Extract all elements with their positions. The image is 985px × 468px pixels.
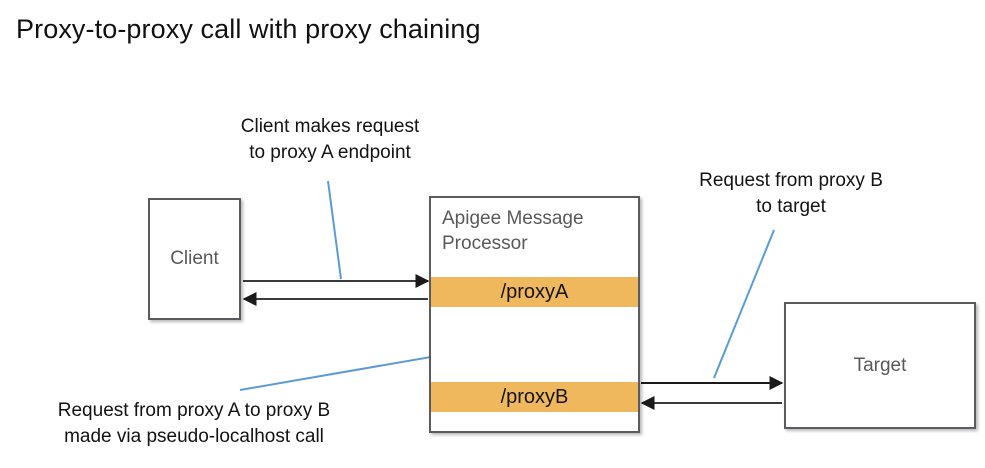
annotation-proxy-chaining: Request from proxy A to proxy B made via… [57, 400, 331, 447]
leader-line-client-annotation [327, 180, 342, 280]
annotation-target-request: Request from proxy B to target [699, 170, 883, 217]
client-label: Client [170, 248, 219, 269]
proxy-a-band[interactable]: /proxyA [431, 277, 638, 307]
target-node[interactable]: Target [784, 302, 976, 429]
proxy-b-band[interactable]: /proxyB [431, 382, 638, 412]
annotation-client-request: Client makes request to proxy A endpoint [240, 116, 420, 163]
leader-line-target-annotation [713, 229, 775, 379]
target-label: Target [853, 354, 907, 376]
client-node[interactable]: Client [148, 198, 241, 320]
page-title: Proxy-to-proxy call with proxy chaining [16, 14, 481, 44]
message-processor-title: Apigee Message Processor [442, 208, 584, 254]
